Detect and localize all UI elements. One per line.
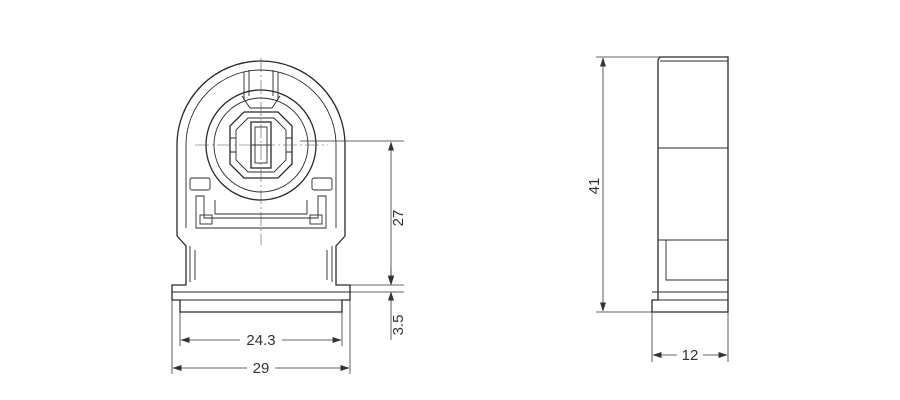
left-tab bbox=[189, 177, 211, 191]
right-side-slot bbox=[326, 246, 333, 282]
dim-label-29: 29 bbox=[253, 360, 270, 377]
socket-frame bbox=[195, 195, 327, 229]
side-lower-step bbox=[658, 239, 728, 281]
dim-label-3-5: 3.5 bbox=[390, 315, 407, 336]
right-latch bbox=[309, 214, 323, 225]
dim-label-27: 27 bbox=[390, 210, 407, 227]
contact-housing-inner bbox=[235, 117, 287, 173]
left-side-slot bbox=[189, 246, 196, 282]
dim-label-12: 12 bbox=[682, 347, 699, 364]
lower-body bbox=[171, 235, 351, 313]
left-latch bbox=[199, 214, 213, 225]
side-outline bbox=[651, 56, 729, 313]
right-tab bbox=[311, 177, 333, 191]
front-view: 27 3.5 24.3 29 bbox=[171, 58, 407, 377]
side-view: 41 12 bbox=[586, 56, 729, 364]
dim-label-24-3: 24.3 bbox=[246, 332, 275, 349]
dim-label-41: 41 bbox=[586, 178, 603, 195]
lamp-entry-slot bbox=[243, 70, 279, 100]
